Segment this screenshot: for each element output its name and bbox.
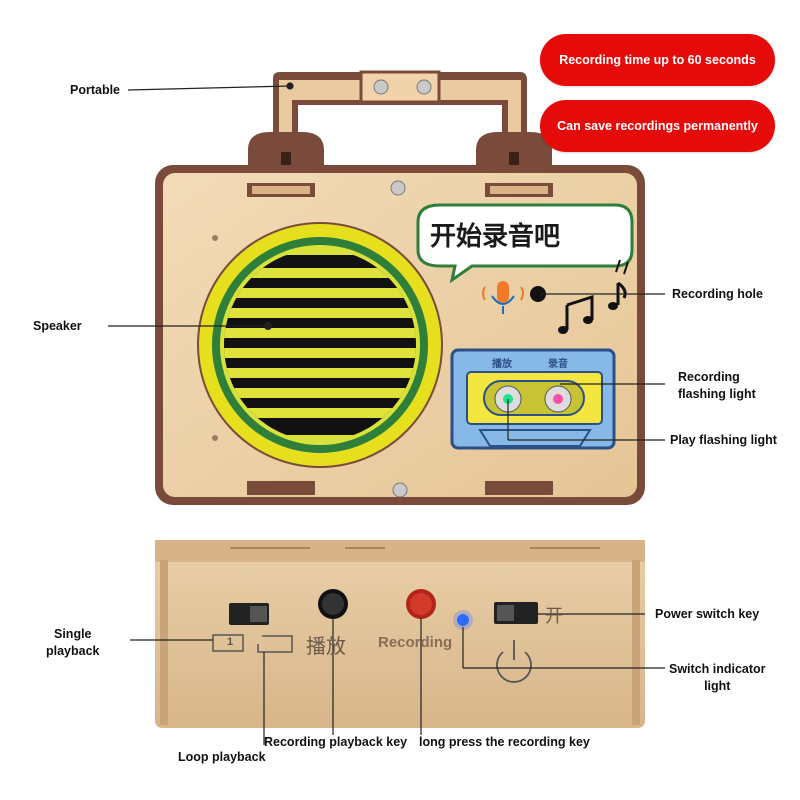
label-long-press-recording-key: long press the recording key xyxy=(419,735,590,749)
play-button-label: 播放 xyxy=(306,634,346,658)
tape-play-label: 播放 xyxy=(492,359,512,370)
screw-icon xyxy=(416,79,432,95)
music-note-icon xyxy=(558,259,629,334)
speaker-grille xyxy=(197,222,443,468)
screw-icon xyxy=(373,79,389,95)
carry-handle xyxy=(248,70,552,166)
label-single-playback: Single playback xyxy=(46,627,100,658)
loop-icon xyxy=(257,635,293,653)
power-indicator-light xyxy=(457,614,469,626)
label-speaker: Speaker xyxy=(33,319,82,333)
label-power-switch-key: Power switch key xyxy=(655,607,760,621)
label-recording-playback-key: Recording playback key xyxy=(264,735,408,749)
label-recording-hole: Recording hole xyxy=(672,287,763,301)
microphone-icon xyxy=(482,281,546,314)
label-play-flashing-light: Play flashing light xyxy=(670,433,777,447)
power-icon xyxy=(496,640,532,683)
single-mode-label: 1 xyxy=(227,636,234,648)
recording-hole xyxy=(530,286,546,302)
screw-icon xyxy=(390,180,406,196)
record-button-label: Recording xyxy=(378,634,453,651)
label-portable: Portable xyxy=(70,83,121,97)
screw-icon xyxy=(392,482,408,498)
radio-bottom-view xyxy=(155,540,645,728)
power-on-label: 开 xyxy=(545,606,563,627)
label-switch-indicator-light: Switch indicator light xyxy=(669,662,766,693)
label-loop-playback: Loop playback xyxy=(178,750,266,764)
recording-indicator-light xyxy=(553,394,563,404)
badge-recording-time: Recording time up to 60 seconds xyxy=(540,34,775,86)
badge-save-permanently: Can save recordings permanently xyxy=(540,100,775,152)
cassette-tape xyxy=(450,348,616,450)
label-recording-flashing-light: Recording flashing light xyxy=(678,370,756,401)
speech-bubble xyxy=(416,203,634,284)
tape-record-label: 录音 xyxy=(548,359,568,370)
leader-lines xyxy=(108,82,665,745)
bubble-text: 开始录音吧 xyxy=(430,222,561,252)
